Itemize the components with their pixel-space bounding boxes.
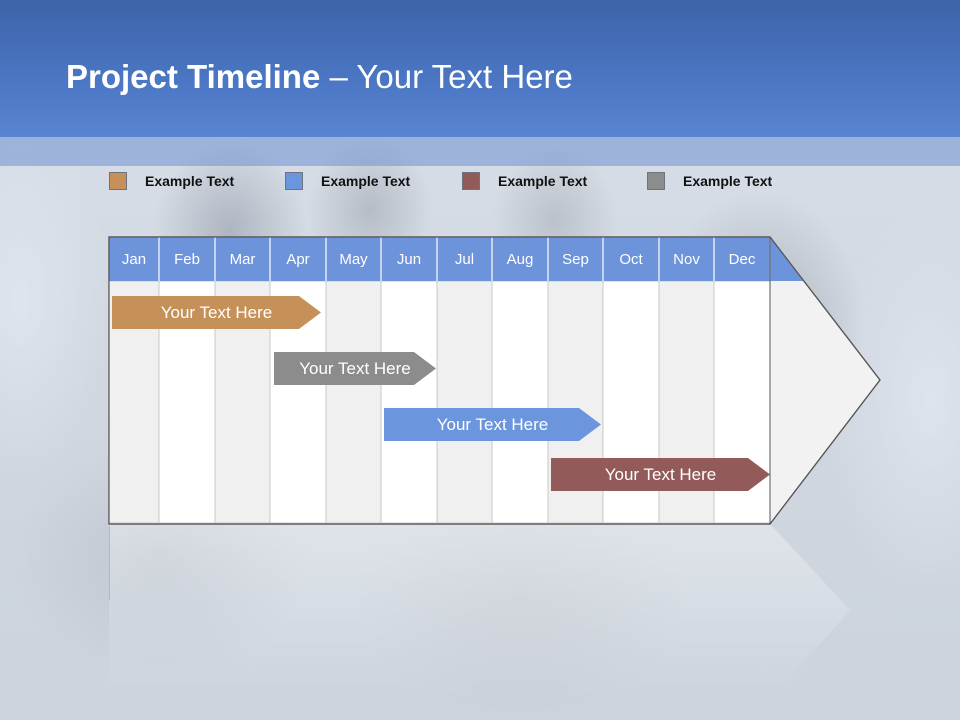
legend-label-3: Example Text <box>498 173 588 189</box>
title-bar-band <box>0 137 960 166</box>
month-label-apr: Apr <box>286 250 310 268</box>
title-bar <box>0 0 960 137</box>
month-header-dividers <box>158 237 771 281</box>
legend-item-4: Example Text <box>647 170 772 192</box>
task-bar-3[interactable]: Your Text Here <box>384 408 601 441</box>
timeline-reflection <box>109 524 850 700</box>
slide-title: Project Timeline – Your Text Here <box>66 58 573 96</box>
month-label-mar: Mar <box>229 250 256 268</box>
legend-item-2: Example Text <box>285 170 410 192</box>
slide-title-bold: Project Timeline <box>66 58 321 95</box>
legend-label-2: Example Text <box>321 173 411 189</box>
column-jun <box>380 280 438 524</box>
legend-item-1: Example Text <box>109 170 234 192</box>
month-label-jun: Jun <box>396 250 422 268</box>
month-label-aug: Aug <box>506 250 534 268</box>
task-bar-2[interactable]: Your Text Here <box>274 352 436 385</box>
task-bar-4[interactable]: Your Text Here <box>551 458 770 491</box>
column-aug <box>491 280 549 524</box>
timeline-arrow-outline <box>108 236 881 525</box>
month-label-dec: Dec <box>728 250 756 268</box>
legend-label-4: Example Text <box>683 173 773 189</box>
legend-swatch-4 <box>647 172 665 190</box>
month-label-oct: Oct <box>619 250 643 268</box>
month-label-jul: Jul <box>454 250 475 268</box>
month-label-nov: Nov <box>673 250 700 268</box>
legend-swatch-1 <box>109 172 127 190</box>
month-label-jan: Jan <box>121 250 147 268</box>
month-header-band <box>109 237 804 281</box>
month-label-feb: Feb <box>174 250 200 268</box>
legend-swatch-2 <box>285 172 303 190</box>
legend-label-1: Example Text <box>145 173 235 189</box>
column-jul <box>436 280 493 524</box>
slide-title-rest: – Your Text Here <box>320 58 573 95</box>
column-may <box>325 280 382 524</box>
legend-item-3: Example Text <box>462 170 587 192</box>
task-bar-1[interactable]: Your Text Here <box>112 296 321 329</box>
month-label-may: May <box>339 250 368 268</box>
month-label-sep: Sep <box>562 250 589 268</box>
legend-swatch-3 <box>462 172 480 190</box>
